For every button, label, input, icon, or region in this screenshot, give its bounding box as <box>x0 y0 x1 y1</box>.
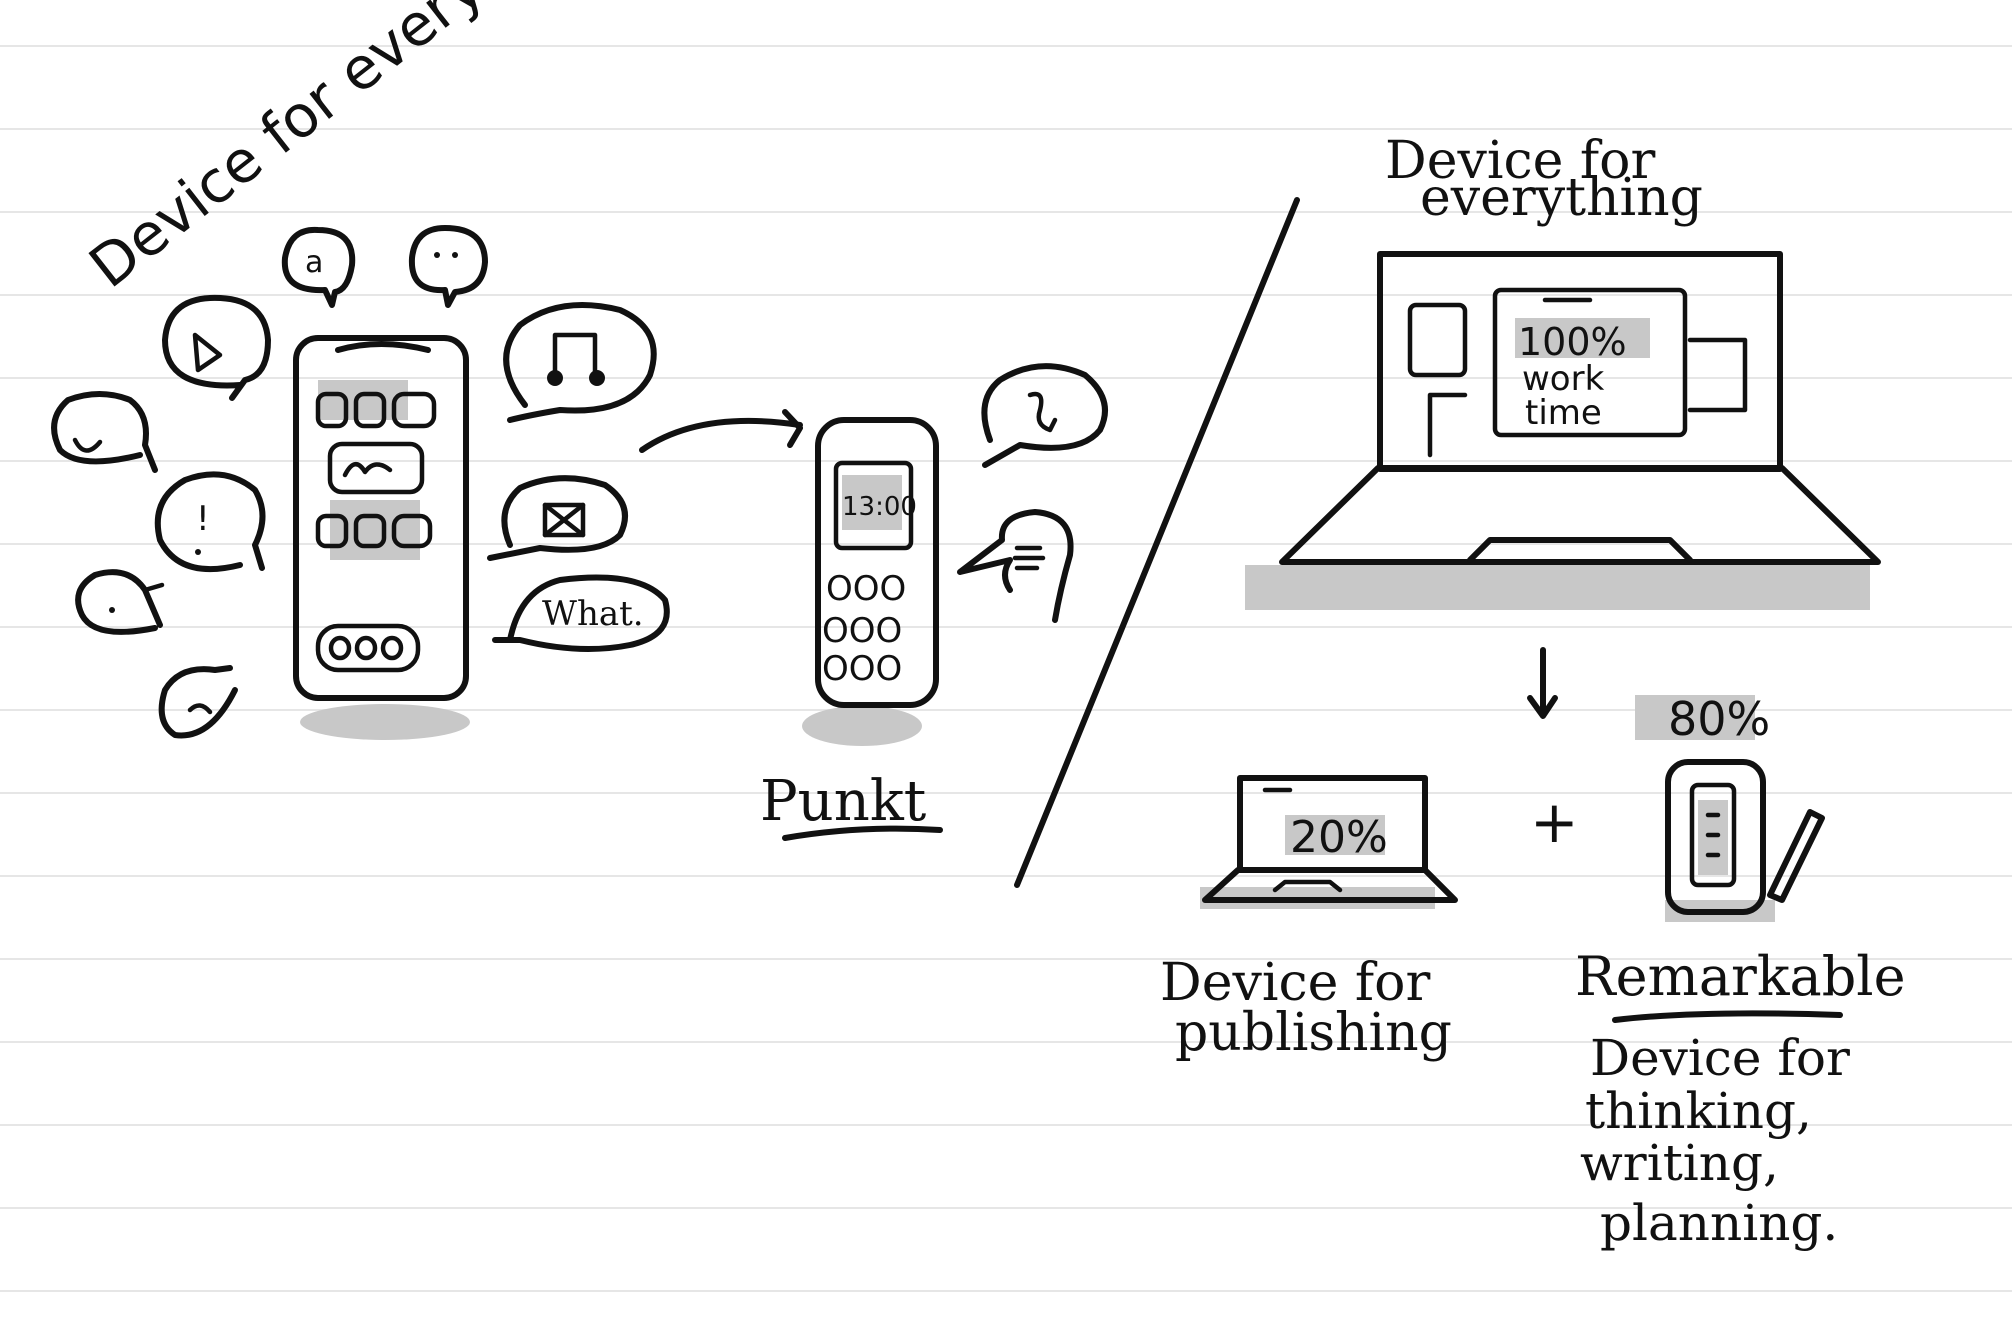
bubble-face <box>408 225 488 308</box>
screen-work: work <box>1522 359 1605 399</box>
punkt-underline <box>782 825 943 841</box>
mail-icon <box>542 502 586 538</box>
dock-icons <box>328 635 404 661</box>
arrow-to-punkt <box>639 409 803 453</box>
bubble-mail <box>487 475 628 561</box>
app-grid-row-1 <box>315 391 437 429</box>
play-icon <box>192 332 223 373</box>
punkt-body <box>815 417 939 708</box>
alert-icon: ! <box>196 499 210 539</box>
small-laptop-shade <box>1285 815 1385 855</box>
main-window <box>1492 287 1688 438</box>
smartphone <box>293 335 470 740</box>
remarkable-body <box>1665 759 1766 915</box>
big-laptop-shadow <box>1245 565 1870 610</box>
svg-text:OOO: OOO <box>822 611 902 651</box>
screen-100: 100% <box>1518 320 1627 364</box>
right-window <box>1687 337 1748 413</box>
big-laptop-base <box>1279 465 1881 565</box>
remarkable-tablet: 80% <box>1635 692 1825 922</box>
smartphone-shadow <box>300 704 470 740</box>
phone-icon <box>1027 391 1058 433</box>
bubble-phone <box>981 363 1108 468</box>
bubble-small-2 <box>158 665 238 739</box>
dock-box <box>315 623 421 673</box>
remarkable-underline <box>1612 1010 1843 1023</box>
small-laptop-value: 20% <box>1290 812 1388 863</box>
right-title-line2: everything <box>1420 168 1703 228</box>
remarkable-value-shade <box>1635 695 1755 740</box>
publishing-line1: Device for <box>1160 953 1430 1013</box>
remarkable-desc3: writing, <box>1580 1134 1779 1192</box>
big-laptop-trackpad <box>1467 537 1693 563</box>
smartphone-shade-mid <box>330 500 420 560</box>
main-window-shade <box>1515 318 1650 358</box>
bubble-what: What. <box>492 574 670 652</box>
svg-text:OOO: OOO <box>826 569 906 609</box>
stylus <box>1767 809 1825 903</box>
remarkable-title: Remarkable <box>1575 945 1906 1008</box>
plus-sign: + <box>1530 788 1579 856</box>
remarkable-value: 80% <box>1668 692 1770 746</box>
left-window-link <box>1427 392 1468 458</box>
right-title: Device for everything <box>1385 131 1703 228</box>
music-note-icon <box>552 332 598 375</box>
publishing-line2: publishing <box>1175 1003 1452 1063</box>
bubble-play <box>162 294 271 401</box>
remarkable-screen <box>1689 782 1737 888</box>
punkt-screen <box>833 460 914 551</box>
remarkable-caption: Remarkable Device for thinking, writing,… <box>1575 945 1906 1252</box>
widget-squiggle <box>342 462 393 478</box>
publishing-caption: Device for publishing <box>1160 953 1452 1063</box>
smartphone-notch <box>335 341 431 353</box>
small-laptop: 20% <box>1200 775 1458 909</box>
remarkable-screen-shade <box>1698 800 1728 875</box>
punkt-phone: 13:00 OOO OOO OOO Punkt <box>760 417 943 841</box>
bubble-message <box>957 509 1074 623</box>
bubble-alert: ! <box>154 471 266 573</box>
search-icon: a <box>305 245 323 280</box>
down-arrow <box>1527 647 1558 719</box>
message-lines-icon <box>1012 545 1046 571</box>
remarkable-desc1: Device for <box>1590 1029 1850 1087</box>
big-laptop: 100% work time <box>1245 251 1881 610</box>
divider-line <box>1014 197 1300 888</box>
left-title-text: Device for everything <box>77 0 614 301</box>
svg-text:OOO: OOO <box>822 649 902 689</box>
smartphone-body <box>293 335 469 701</box>
widget-box <box>327 441 425 495</box>
left-title: Device for everything <box>77 0 614 301</box>
app-grid-row-2 <box>315 513 433 549</box>
punkt-shadow <box>802 706 922 746</box>
bubble-small-1 <box>75 569 165 635</box>
punkt-time: 13:00 <box>842 492 917 522</box>
small-laptop-base <box>1202 867 1458 903</box>
remarkable-desc2: thinking, <box>1585 1082 1812 1140</box>
bubble-chat-left <box>51 391 158 473</box>
chat-label: What. <box>542 594 644 634</box>
screen-time: time <box>1525 393 1602 433</box>
punkt-label: Punkt <box>760 769 927 834</box>
punkt-keypad: OOO OOO OOO <box>822 569 906 689</box>
bubble-music <box>503 302 657 423</box>
right-title-line1: Device for <box>1385 131 1655 191</box>
punkt-screen-shade <box>842 475 902 530</box>
bubble-search: a <box>281 226 356 308</box>
chat-icon <box>72 437 103 453</box>
remarkable-desc4: planning. <box>1600 1194 1838 1252</box>
left-window <box>1407 302 1468 378</box>
